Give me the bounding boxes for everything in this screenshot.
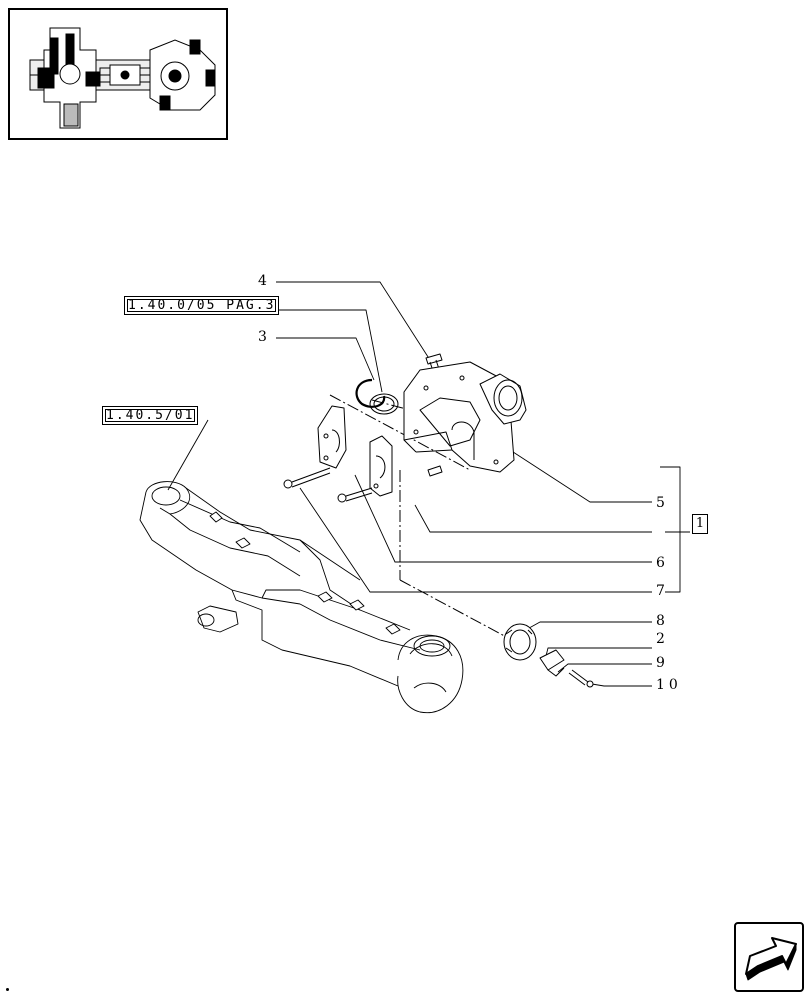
callout-5: 5 [656,495,669,511]
bearing-cap-lower [369,435,393,497]
plate-9 [539,649,565,677]
axle-overview-icon [29,27,216,129]
callout-7: 7 [656,583,669,599]
next-page-button[interactable] [734,922,804,992]
group-marker: 1 [692,514,708,534]
callout-6: 6 [656,555,669,571]
bolt-6 [337,487,373,503]
reference-box[interactable]: 1.40.5/01 [102,406,199,425]
callout-10: 10 [656,677,682,693]
assembly-axis [329,394,513,641]
circlip-3 [355,378,399,415]
screw-10 [568,669,594,688]
callout-2: 2 [656,631,669,647]
axle-overview-thumbnail [8,8,228,140]
callout-4: 4 [258,273,271,289]
leader-lines [167,281,690,687]
callout-9: 9 [656,655,669,671]
flange-housing-5 [403,361,527,473]
callout-8: 8 [656,613,669,629]
pin [427,465,443,477]
reference-box[interactable]: 1.40.0/05 PAG.3 [124,296,280,315]
corner-mark [6,988,9,991]
bearing-cap-upper [317,405,347,469]
bolt-7 [283,467,331,489]
bush-8 [503,623,537,661]
callout-3: 3 [258,329,271,345]
axle-housing [139,481,464,714]
next-page-arrow-icon [745,937,797,981]
